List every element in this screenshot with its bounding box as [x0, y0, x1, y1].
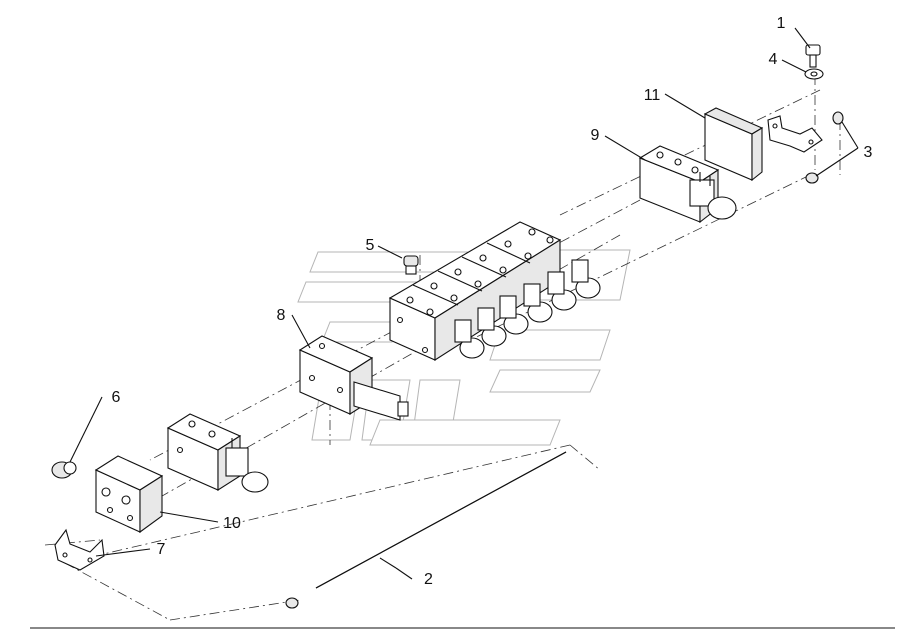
callout-4: 4	[769, 51, 778, 68]
washer-part-4	[804, 68, 824, 80]
callout-6: 6	[112, 389, 121, 406]
bracket-upper	[767, 115, 823, 153]
callout-10: 10	[223, 515, 241, 532]
cover-plate-part-11	[703, 107, 764, 182]
valve-body-part-8	[298, 335, 409, 421]
nut-part-3	[805, 111, 844, 184]
bracket-part-7	[54, 528, 105, 571]
callout-8: 8	[277, 307, 286, 324]
end-valve-part-9	[638, 145, 737, 224]
callout-5: 5	[366, 237, 375, 254]
plug-part-6	[51, 461, 77, 479]
callout-9: 9	[591, 127, 600, 144]
block-part-10	[94, 455, 164, 534]
fitting-part-5	[403, 255, 419, 275]
callout-7: 7	[157, 541, 166, 558]
callout-labels: 1 2 3 4 5 6 7 8 9 10 11	[112, 15, 873, 588]
bolt-part-1	[805, 44, 821, 68]
tie-rod-part-2	[285, 451, 567, 609]
valve-stack	[388, 221, 601, 362]
callout-11: 11	[644, 87, 661, 104]
valve-lower-left	[166, 413, 269, 493]
callout-1: 1	[777, 15, 786, 32]
leader-lines	[69, 27, 859, 580]
callout-2: 2	[424, 571, 433, 588]
callout-3: 3	[864, 144, 873, 161]
